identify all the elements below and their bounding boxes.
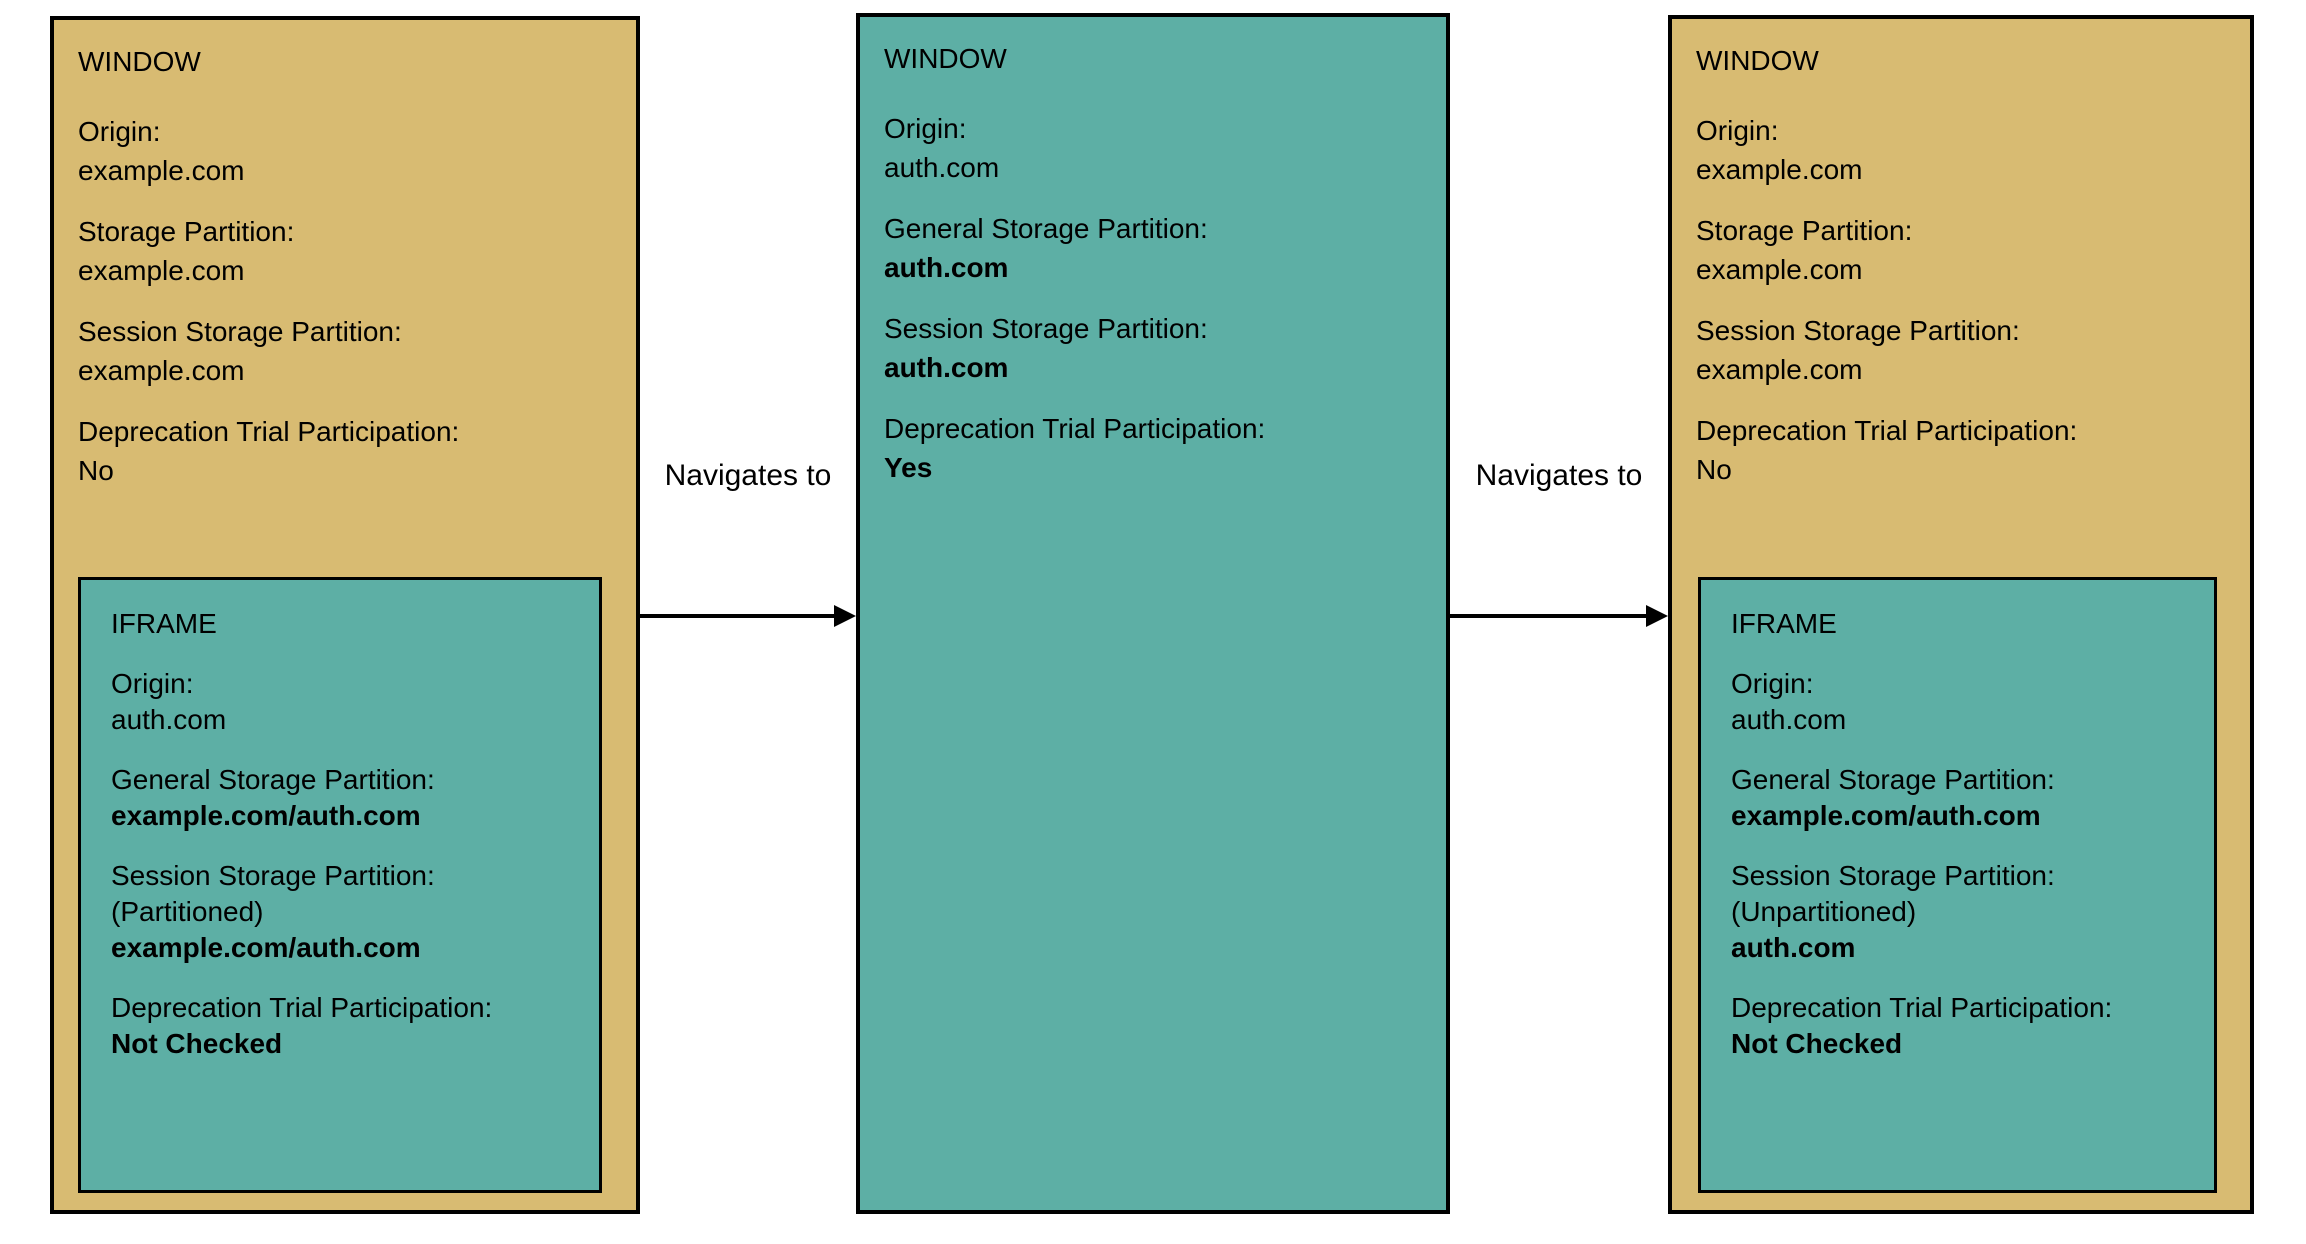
field-label: Session Storage Partition: [884, 313, 1208, 344]
field-value: auth.com [1731, 704, 1847, 735]
field-label: Origin: [111, 668, 194, 699]
field-label: Storage Partition: [78, 216, 295, 247]
window-box-1: WINDOW Origin: example.com Storage Parti… [50, 16, 640, 1214]
field-label: Deprecation Trial Participation: [884, 413, 1266, 444]
field-session-storage-partition: Session Storage Partition: (Unpartitione… [1731, 858, 2184, 966]
iframe-box-3: IFRAME Origin: auth.com General Storage … [1698, 577, 2217, 1193]
iframe-title: IFRAME [111, 608, 217, 639]
arrow-label: Navigates to [1475, 459, 1643, 492]
field-value: example.com/auth.com [111, 932, 421, 963]
field-label: Deprecation Trial Participation: [1696, 415, 2078, 446]
field-value: auth.com [1731, 932, 1856, 963]
field-value: Not Checked [1731, 1028, 1903, 1059]
field-value: example.com [1696, 354, 1863, 385]
field-value: example.com [78, 355, 245, 386]
field-value: example.com [78, 255, 245, 286]
arrow-icon [640, 605, 856, 627]
field-label: Origin: [1696, 115, 1779, 146]
window-title: WINDOW [884, 43, 1007, 74]
field-value: Yes [884, 452, 933, 483]
field-value: example.com/auth.com [111, 800, 421, 831]
field-value: Not Checked [111, 1028, 283, 1059]
field-label: Origin: [884, 113, 967, 144]
field-value: example.com [1696, 254, 1863, 285]
field-label: Origin: [1731, 668, 1814, 699]
field-value: No [78, 455, 114, 486]
field-origin: Origin: auth.com [884, 109, 1422, 187]
field-origin: Origin: auth.com [111, 666, 569, 738]
field-label: Session Storage Partition: [1696, 315, 2020, 346]
field-session-storage-partition: Session Storage Partition: (Partitioned)… [111, 858, 569, 966]
window-box-2: WINDOW Origin: auth.com General Storage … [856, 13, 1450, 1214]
field-label: Session Storage Partition: [111, 860, 435, 891]
window-title: WINDOW [78, 46, 201, 77]
field-deprecation-trial: Deprecation Trial Participation: No [1696, 411, 2226, 489]
field-value: example.com [78, 155, 245, 186]
field-storage-partition: Storage Partition: example.com [1696, 211, 2226, 289]
field-value: example.com/auth.com [1731, 800, 2041, 831]
field-label: General Storage Partition: [884, 213, 1208, 244]
field-value: auth.com [111, 704, 227, 735]
field-label: General Storage Partition: [1731, 764, 2055, 795]
arrow-label: Navigates to [664, 459, 832, 492]
iframe-box-1: IFRAME Origin: auth.com General Storage … [78, 577, 602, 1193]
field-label: General Storage Partition: [111, 764, 435, 795]
field-value: auth.com [884, 352, 1009, 383]
field-origin: Origin: example.com [78, 112, 612, 190]
field-deprecation-trial: Deprecation Trial Participation: Not Che… [111, 990, 569, 1062]
field-deprecation-trial: Deprecation Trial Participation: No [78, 412, 612, 490]
field-value: auth.com [884, 252, 1009, 283]
field-deprecation-trial: Deprecation Trial Participation: Not Che… [1731, 990, 2184, 1062]
field-value: auth.com [884, 152, 1000, 183]
field-label: Deprecation Trial Participation: [78, 416, 460, 447]
field-general-storage-partition: General Storage Partition: example.com/a… [1731, 762, 2184, 834]
field-value: (Unpartitioned) [1731, 896, 1917, 927]
field-value: example.com [1696, 154, 1863, 185]
field-origin: Origin: auth.com [1731, 666, 2184, 738]
field-storage-partition: Storage Partition: example.com [78, 212, 612, 290]
field-label: Origin: [78, 116, 161, 147]
field-label: Deprecation Trial Participation: [1731, 992, 2113, 1023]
window-box-3: WINDOW Origin: example.com Storage Parti… [1668, 15, 2254, 1214]
field-label: Storage Partition: [1696, 215, 1913, 246]
field-label: Session Storage Partition: [1731, 860, 2055, 891]
field-origin: Origin: example.com [1696, 111, 2226, 189]
arrow-icon [1450, 605, 1668, 627]
field-deprecation-trial: Deprecation Trial Participation: Yes [884, 409, 1422, 487]
field-session-storage-partition: Session Storage Partition: auth.com [884, 309, 1422, 387]
window-title: WINDOW [1696, 45, 1819, 76]
field-value: No [1696, 454, 1732, 485]
field-label: Session Storage Partition: [78, 316, 402, 347]
field-general-storage-partition: General Storage Partition: auth.com [884, 209, 1422, 287]
field-general-storage-partition: General Storage Partition: example.com/a… [111, 762, 569, 834]
field-label: Deprecation Trial Participation: [111, 992, 493, 1023]
field-session-storage-partition: Session Storage Partition: example.com [1696, 311, 2226, 389]
iframe-title: IFRAME [1731, 608, 1837, 639]
field-session-storage-partition: Session Storage Partition: example.com [78, 312, 612, 390]
field-value: (Partitioned) [111, 896, 264, 927]
